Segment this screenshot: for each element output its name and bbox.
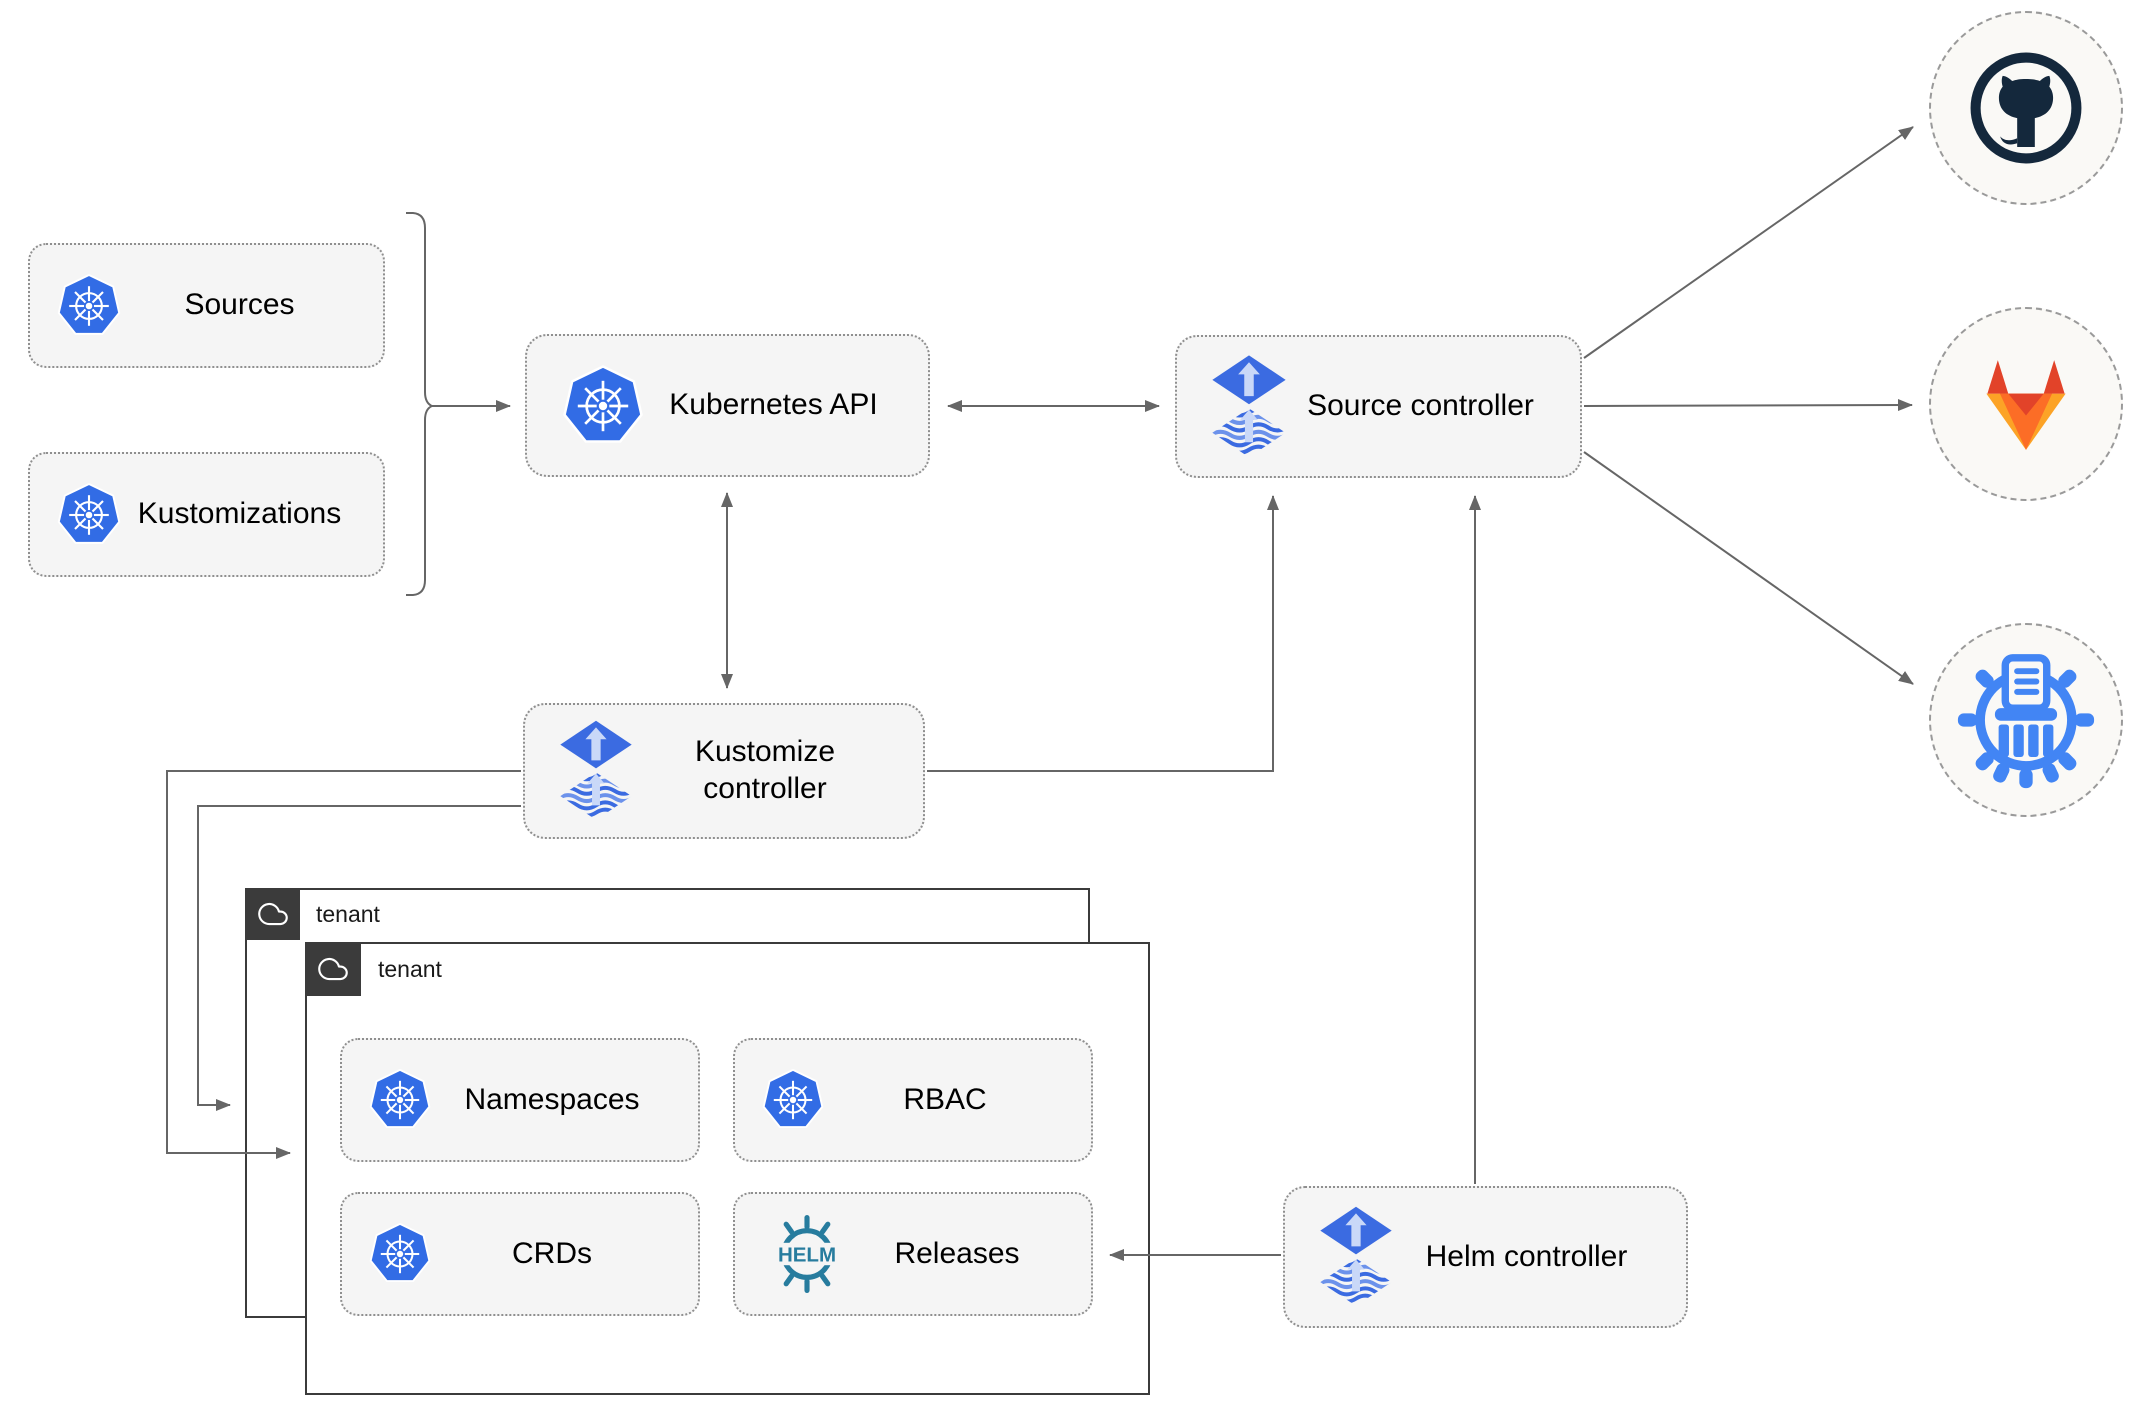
kubernetes-api-label: Kubernetes API: [669, 388, 878, 422]
helm-icon: HELM: [765, 1212, 849, 1296]
arrow-source-to-harbor: [1583, 451, 1914, 685]
flux-icon: [1319, 1205, 1393, 1309]
harbor-registry-icon: [1957, 654, 2095, 789]
rbac-label: RBAC: [903, 1082, 987, 1116]
arrow-source-to-gitlab: [1583, 399, 1913, 412]
github-destination: [1929, 11, 2123, 205]
namespaces-label: Namespaces: [464, 1082, 640, 1116]
cloud-icon: [305, 942, 361, 996]
source-controller-node: Source controller: [1175, 335, 1582, 478]
arrow-source-to-github: [1583, 126, 1914, 359]
kubernetes-icon: [368, 1068, 432, 1132]
tenant-front-label: tenant: [378, 956, 442, 982]
namespaces-node: Namespaces: [340, 1038, 700, 1162]
source-controller-label: Source controller: [1307, 389, 1534, 423]
gitlab-icon: [1986, 360, 2066, 450]
kubernetes-api-node: Kubernetes API: [525, 334, 930, 477]
cloud-icon: [245, 888, 300, 940]
helm-logo-text: HELM: [778, 1243, 836, 1266]
crds-label: CRDs: [512, 1236, 592, 1270]
kustomizations-node: Kustomizations: [28, 452, 385, 577]
flux-icon: [1211, 354, 1287, 460]
crds-node: CRDs: [340, 1192, 700, 1316]
kubernetes-icon: [561, 364, 645, 448]
kustomizations-label: Kustomizations: [137, 497, 342, 531]
rbac-node: RBAC: [733, 1038, 1093, 1162]
kustomize-controller-label: Kustomize controller: [694, 735, 836, 805]
helm-controller-node: Helm controller: [1283, 1186, 1688, 1328]
github-icon: [1970, 52, 2082, 164]
flux-icon: [559, 719, 633, 823]
harbor-destination: [1929, 623, 2123, 817]
group-bracket: [406, 212, 435, 596]
kubernetes-icon: [368, 1222, 432, 1286]
sources-node: Sources: [28, 243, 385, 368]
tenant-back-label: tenant: [316, 901, 380, 927]
tenant-box-front: [305, 942, 1150, 1395]
kubernetes-icon: [56, 273, 122, 339]
kubernetes-icon: [761, 1068, 825, 1132]
kubernetes-icon: [56, 482, 122, 548]
helm-controller-label: Helm controller: [1425, 1239, 1628, 1273]
sources-label: Sources: [184, 288, 295, 322]
releases-node: HELM Releases: [733, 1192, 1093, 1316]
releases-label: Releases: [894, 1236, 1020, 1270]
kustomize-controller-node: Kustomize controller: [523, 703, 925, 839]
gitlab-destination: [1929, 307, 2123, 501]
arrow-kustomize-to-source: [927, 495, 1279, 772]
